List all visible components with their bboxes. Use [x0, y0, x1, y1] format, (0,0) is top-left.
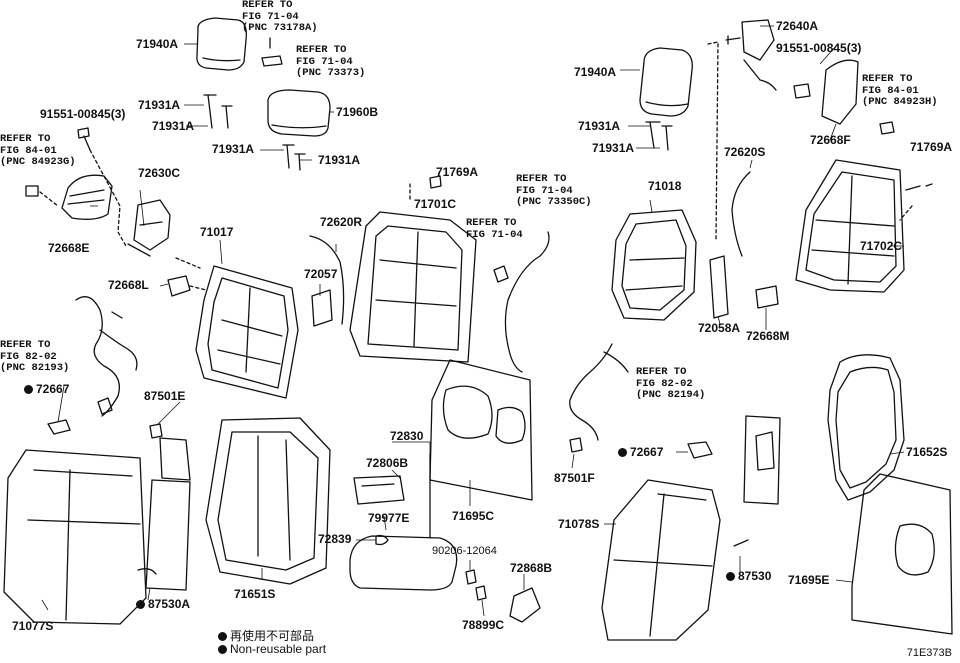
part-label-71931A-5: 71931A [578, 119, 621, 133]
non-reusable-marker [136, 600, 145, 609]
refer-fig-84-01-84923H: REFER TO FIG 84-01 (PNC 84923H) [862, 73, 938, 108]
refer-fig-82-02-82193: REFER TO FIG 82-02 (PNC 82193) [0, 339, 70, 374]
headrest-right-drawing [639, 47, 693, 117]
non-reusable-marker [726, 572, 735, 581]
non-reusable-marker [24, 385, 33, 394]
part-label-71931A-6: 71931A [592, 141, 635, 155]
part-label-71931A-3: 71931A [212, 142, 255, 156]
part-label-71960B: 71960B [336, 105, 379, 119]
legend-en: Non-reusable part [218, 642, 326, 656]
part-label-71017: 71017 [200, 225, 234, 239]
part-label-72839: 72839 [318, 532, 352, 546]
figure-id: 71E373B [906, 647, 952, 659]
part-label-87501E: 87501E [144, 389, 186, 403]
part-label-71078S: 71078S [558, 517, 600, 531]
part-label-71652S: 71652S [906, 445, 948, 459]
part-label-72668L: 72668L [108, 278, 149, 292]
part-label-71940A-right: 71940A [574, 65, 617, 79]
part-label-71018: 71018 [648, 179, 682, 193]
legend-text: Non-reusable part [230, 642, 327, 656]
part-label-72806B: 72806B [366, 456, 409, 470]
non-reusable-marker [618, 448, 627, 457]
part-label-90206-12064: 90206-12064 [432, 545, 497, 557]
part-label-71931A-1: 71931A [138, 98, 181, 112]
part-label-72667-left: 72667 [24, 383, 69, 395]
part-label-78899C: 78899C [462, 618, 505, 632]
legend-jp: 再使用不可部品 [218, 627, 314, 644]
part-label-72868B: 72868B [510, 561, 553, 575]
legend-text: 再使用不可部品 [230, 629, 315, 643]
part-label-71940A-left: 71940A [136, 37, 179, 51]
part-label-72058A: 72058A [698, 321, 741, 335]
refer-fig-71-04-73373: REFER TO FIG 71-04 (PNC 73373) [296, 44, 366, 79]
refer-fig-71-04-73350C: REFER TO FIG 71-04 (PNC 73350C) [516, 173, 592, 208]
part-number: 87530A [148, 597, 191, 611]
part-label-79977E: 79977E [368, 511, 410, 525]
part-label-72830: 72830 [390, 429, 424, 443]
part-label-71651S: 71651S [234, 587, 276, 601]
part-label-71077S: 71077S [12, 619, 54, 633]
part-label-71695C: 71695C [452, 509, 495, 523]
seatback-frame-right-drawing [611, 209, 697, 321]
part-label-72668E: 72668E [48, 241, 90, 255]
part-label-72668F: 72668F [810, 133, 851, 147]
seat-cover-right-drawing [827, 354, 905, 501]
seatback-frame-left-drawing [195, 265, 299, 399]
part-number: 72667 [630, 445, 664, 459]
part-label-91551-right: 91551-00845(3) [776, 41, 862, 55]
seatback-frame-center-drawing [349, 211, 477, 363]
part-label-71701C: 71701C [414, 197, 457, 211]
part-label-72057: 72057 [304, 267, 338, 281]
part-label-71702C: 71702C [860, 239, 903, 253]
seat-cushion-right-drawing [601, 479, 721, 641]
refer-fig-71-04-73178A: REFER TO FIG 71-04 (PNC 73178A) [242, 0, 318, 34]
part-label-87530: 87530 [726, 570, 771, 582]
headrest-center-drawing [267, 89, 331, 137]
seatback-frame-far-right-drawing [795, 159, 905, 293]
part-label-71695E: 71695E [788, 573, 830, 587]
part-number: 87530 [738, 569, 772, 583]
refer-fig-82-02-82194: REFER TO FIG 82-02 (PNC 82194) [636, 366, 706, 401]
part-label-87530A: 87530A [136, 598, 190, 610]
part-label-72620S: 72620S [724, 145, 766, 159]
part-label-72620R: 72620R [320, 215, 363, 229]
part-label-71769A-left: 71769A [436, 165, 479, 179]
part-number: 72667 [36, 382, 70, 396]
part-label-91551-left: 91551-00845(3) [40, 107, 126, 121]
part-label-72640A: 72640A [776, 19, 819, 33]
seat-cover-left-drawing [205, 417, 331, 585]
part-label-87501F: 87501F [554, 471, 595, 485]
non-reusable-marker [218, 632, 227, 641]
refer-fig-84-01-84923G: REFER TO FIG 84-01 (PNC 84923G) [0, 133, 76, 168]
part-label-72667-right: 72667 [618, 446, 663, 458]
part-label-71931A-4: 71931A [318, 153, 361, 167]
seat-cushion-left-drawing [3, 449, 147, 625]
headrest-left-drawing [196, 17, 247, 71]
part-label-71769A-right: 71769A [910, 140, 953, 154]
refer-fig-71-04: REFER TO FIG 71-04 [466, 217, 523, 241]
part-label-72668M: 72668M [746, 329, 790, 343]
part-label-72630C: 72630C [138, 166, 181, 180]
non-reusable-marker [218, 645, 227, 654]
part-label-71931A-2: 71931A [152, 119, 195, 133]
